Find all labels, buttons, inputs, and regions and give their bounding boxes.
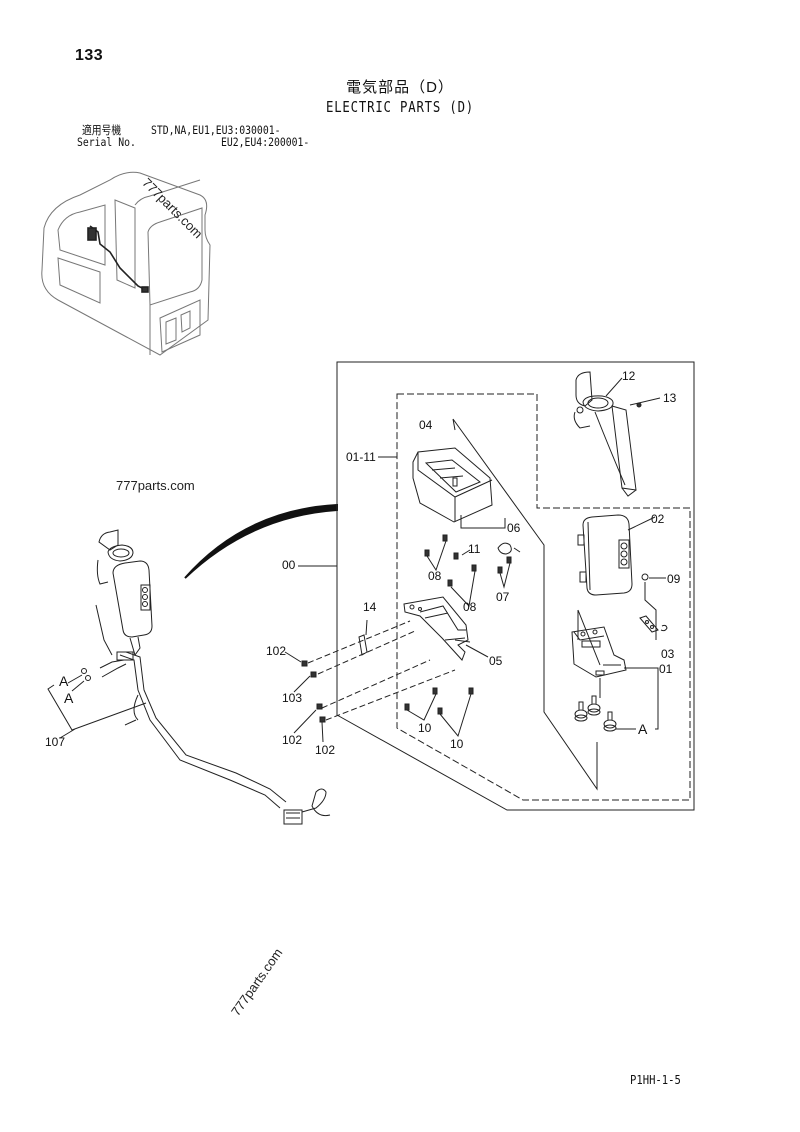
part-14-clip xyxy=(358,634,368,656)
page-number: 133 xyxy=(75,47,104,64)
callout-04: 04 xyxy=(419,418,433,432)
callout-103: 103 xyxy=(282,691,303,705)
callout-A: A xyxy=(59,673,69,689)
part-03-plate xyxy=(639,615,668,633)
callout-102: 102 xyxy=(282,733,303,747)
part-04-bracket-box xyxy=(412,447,493,523)
page-title-jp: 電気部品（D） xyxy=(346,79,454,96)
leaders-10 xyxy=(406,693,472,738)
assembly-boundary-01-11 xyxy=(396,393,691,801)
callout-02: 02 xyxy=(651,512,665,526)
guide-line xyxy=(577,609,621,666)
leader-05 xyxy=(465,644,489,658)
leader-02 xyxy=(627,516,656,531)
part-06-clamp xyxy=(497,542,521,555)
leader-14 xyxy=(365,619,368,636)
cab-overview-illustration xyxy=(41,171,211,356)
assembly-lines xyxy=(307,620,456,721)
screw-09 xyxy=(641,573,649,581)
screws-102-103 xyxy=(301,660,326,723)
callout-A: A xyxy=(64,690,74,706)
callout-10: 10 xyxy=(418,721,432,735)
part-02-monitor xyxy=(577,514,633,596)
cab-harness-highlight xyxy=(87,225,149,293)
grommets xyxy=(574,695,617,732)
callout-05: 05 xyxy=(489,654,503,668)
small-screws xyxy=(404,534,512,715)
leader-12-13 xyxy=(605,377,661,406)
callout-03: 03 xyxy=(661,647,675,661)
page-title-en: ELECTRIC PARTS (D) xyxy=(325,98,475,116)
leader-11 xyxy=(461,549,471,556)
bracket-107 xyxy=(47,684,147,739)
harness-assembly-107 xyxy=(81,529,331,825)
callout-12: 12 xyxy=(622,369,636,383)
callout-08: 08 xyxy=(428,569,442,583)
serial-label-en: Serial No. xyxy=(77,135,136,149)
sweep-arc xyxy=(184,503,338,579)
part-12-holder xyxy=(573,371,637,497)
guide-line xyxy=(452,418,598,791)
leader-04 xyxy=(460,515,506,529)
leader-01 xyxy=(624,667,659,730)
callout-102: 102 xyxy=(266,644,287,658)
callout-10: 10 xyxy=(450,737,464,751)
callout-00: 00 xyxy=(282,558,296,572)
leaders-A xyxy=(67,674,85,692)
leaders-07 xyxy=(499,562,511,589)
callout-01: 01 xyxy=(659,662,673,676)
leaders-08 xyxy=(426,540,476,608)
callout-102: 102 xyxy=(315,743,336,757)
screw-13 xyxy=(636,402,642,408)
leader-03-box xyxy=(644,582,657,640)
serial-range-1: STD,NA,EU1,EU3:030001- xyxy=(151,123,281,137)
part-05-bracket xyxy=(403,596,469,661)
callout-11: 11 xyxy=(468,542,481,556)
watermark: 777parts.com xyxy=(116,478,195,493)
callout-06: 06 xyxy=(507,521,521,535)
leaders-102-103 xyxy=(284,651,324,743)
guide-line xyxy=(454,639,471,643)
drawing-code: P1HH-1-5 xyxy=(630,1073,681,1087)
part-01-controller xyxy=(571,626,627,678)
assembly-boundary-00 xyxy=(336,361,695,811)
callout-A: A xyxy=(638,721,648,737)
serial-range-2: EU2,EU4:200001- xyxy=(221,135,310,149)
callout-01-11: 01-11 xyxy=(346,450,376,464)
callout-14: 14 xyxy=(363,600,377,614)
callout-13: 13 xyxy=(663,391,677,405)
callout-08: 08 xyxy=(463,600,477,614)
callout-107: 107 xyxy=(45,735,66,749)
callout-07: 07 xyxy=(496,590,510,604)
callout-09: 09 xyxy=(667,572,681,586)
serial-label-jp: 適用号機 xyxy=(82,123,122,137)
